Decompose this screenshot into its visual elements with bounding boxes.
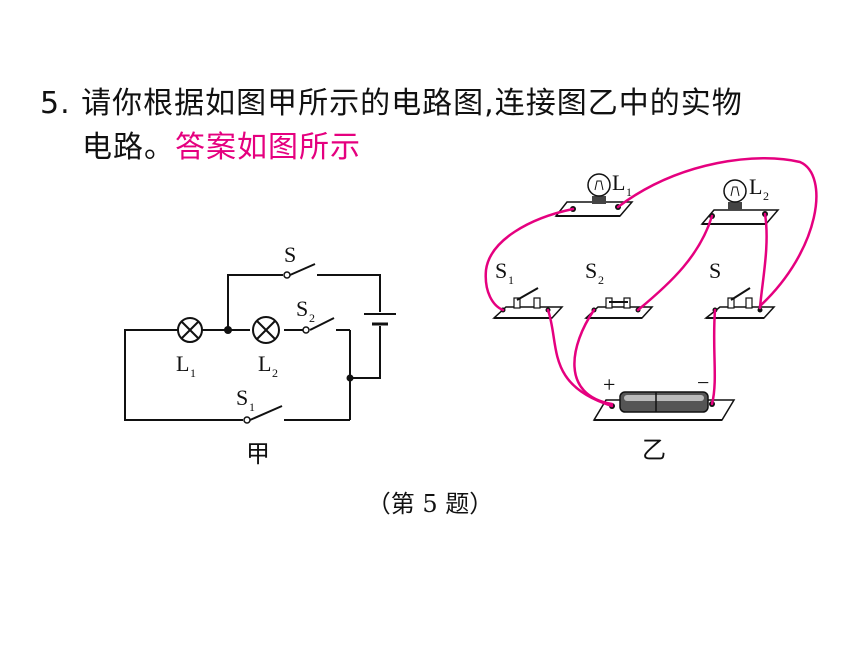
wire-l1-to-l2 — [616, 156, 818, 308]
wire-l2-to-s — [758, 212, 768, 310]
figure-caption: （第 5 题） — [366, 490, 494, 518]
label-l1: L — [176, 351, 189, 376]
lamp-l1-board — [554, 173, 634, 217]
label-l1-sub: 1 — [190, 366, 196, 380]
board-label-l1-sub: 1 — [626, 185, 632, 199]
wire-s-to-battery — [710, 308, 717, 406]
wire-s2-to-battery — [573, 308, 614, 406]
battery-plus-sign: + — [603, 372, 615, 397]
board-label-s1-sub: 1 — [508, 273, 514, 287]
label-s: S — [284, 242, 296, 267]
switch-s2-board — [584, 297, 654, 319]
label-s1-sub: 1 — [249, 400, 255, 414]
label-l2-sub: 2 — [272, 366, 278, 380]
lamp-l1-bulb-icon — [587, 173, 611, 197]
board-label-s1: S — [495, 258, 507, 283]
question-text-line2: 电路。答案如图所示 — [82, 122, 361, 166]
diagram-b-name: 乙 — [642, 436, 666, 464]
board-label-l1: L — [612, 170, 625, 195]
board-label-l2: L — [749, 174, 762, 199]
switch-s1-board — [492, 287, 564, 319]
label-s2: S — [296, 296, 308, 321]
question-stem-part1: 请你根据如图甲所示的电路图,连接图乙中的实物 — [81, 86, 743, 121]
lamp-l2-bulb-icon — [723, 179, 747, 203]
board-label-s2-sub: 2 — [598, 273, 604, 287]
schematic-diagram — [124, 263, 396, 421]
board-label-s: S — [709, 258, 721, 283]
board-label-l2-sub: 2 — [763, 189, 769, 203]
question-number: 5. — [40, 86, 71, 121]
schematic-nodes — [224, 271, 354, 424]
label-s2-sub: 2 — [309, 311, 315, 325]
battery-minus-sign: − — [697, 370, 709, 395]
battery-board — [592, 391, 736, 421]
wire-l1-to-s1 — [484, 207, 575, 312]
board-label-s2: S — [585, 258, 597, 283]
connecting-wires — [484, 156, 818, 408]
question-stem-part2: 电路。 — [82, 130, 175, 165]
wire-l2-to-s2 — [636, 214, 714, 312]
lamp-l1-symbol — [177, 317, 203, 343]
label-s1: S — [236, 385, 248, 410]
answer-text: 答案如图所示 — [175, 130, 361, 165]
lamp-l2-symbol — [252, 316, 280, 344]
label-l2: L — [258, 351, 271, 376]
diagram-a-name: 甲 — [246, 440, 270, 468]
question-text-line1: 5. 请你根据如图甲所示的电路图,连接图乙中的实物 — [40, 78, 743, 122]
